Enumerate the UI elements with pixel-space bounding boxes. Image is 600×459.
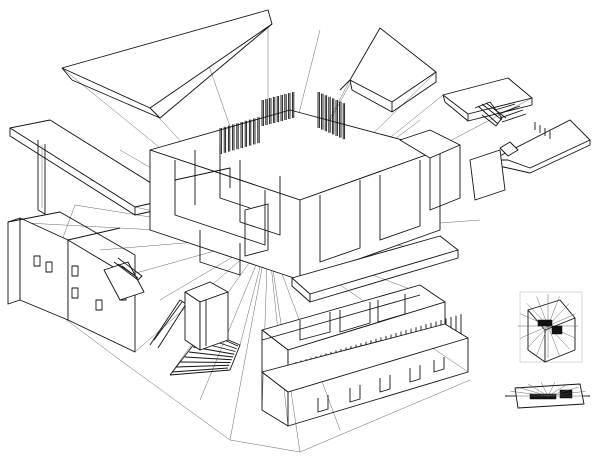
roof-slab-top-right [442,77,533,127]
roof-slab-top-left [61,9,273,119]
stair-mid-left [113,257,143,281]
column-row-right [534,122,551,139]
left-lower-block [7,211,145,353]
right-long-slab [291,235,459,303]
vertical-fins-top [219,92,346,154]
central-building-mass [149,109,506,281]
roof-slab-top-center [339,27,437,113]
stair-fragment-top-right [474,101,527,127]
projection-ray [229,235,269,441]
lower-wall-strip [261,323,469,427]
inset-elevation-diagram [505,382,590,409]
lower-tower-center [184,281,229,351]
inset-plan-diagram [518,291,583,363]
right-wing-plate [491,119,591,174]
